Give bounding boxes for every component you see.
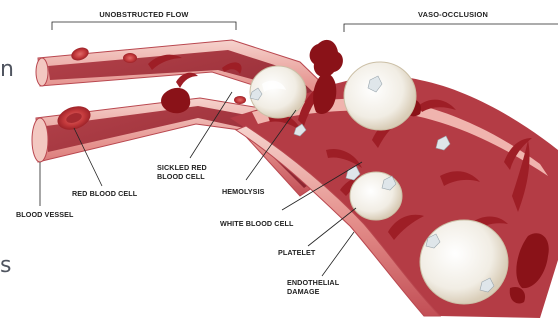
endothelial-damage-label-line1: ENDOTHELIAL (287, 278, 340, 287)
red-blood-cell (234, 96, 246, 104)
white-blood-cell (344, 62, 416, 130)
blood-vessel-label: BLOOD VESSEL (16, 210, 74, 219)
white-blood-cell (420, 220, 508, 304)
unobstructed-flow-bracket: UNOBSTRUCTED FLOW (52, 10, 236, 30)
white-blood-cell (350, 172, 402, 220)
sickled-red-blood-cell-label-line1: SICKLED RED (157, 163, 207, 172)
hemolysis-label: HEMOLYSIS (222, 187, 265, 196)
vaso-occlusion-header: VASO-OCCLUSION (418, 10, 488, 19)
red-blood-cell-label: RED BLOOD CELL (72, 189, 138, 198)
cropped-text-fragment-bottom: s (0, 253, 11, 278)
endothelial-damage-label-line2: DAMAGE (287, 287, 320, 296)
cropped-text-fragment-top: n (0, 57, 14, 82)
white-blood-cell-label: WHITE BLOOD CELL (220, 219, 294, 228)
red-blood-cell (123, 53, 137, 63)
vaso-occlusion-bracket: VASO-OCCLUSION (344, 10, 558, 32)
unobstructed-flow-header: UNOBSTRUCTED FLOW (99, 10, 188, 19)
platelet-label: PLATELET (278, 248, 316, 257)
sickled-red-blood-cell-label-line2: BLOOD CELL (157, 172, 205, 181)
